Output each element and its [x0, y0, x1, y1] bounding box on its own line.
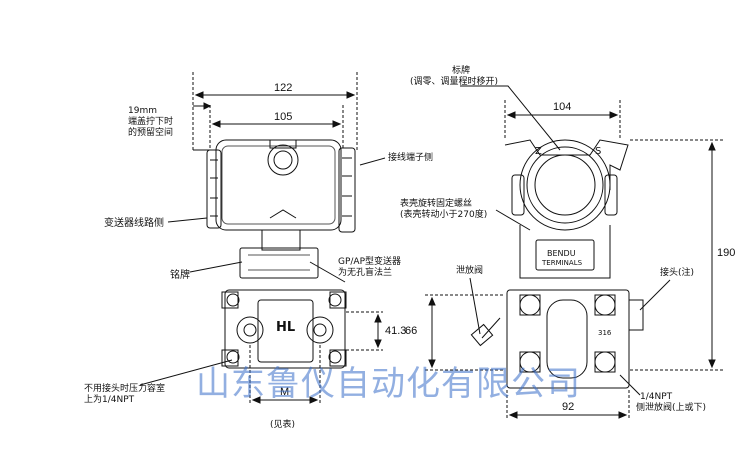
npt-note-line2: 上为1/4NPT: [84, 395, 135, 405]
terminal-side-label: 接线端子侧: [388, 153, 434, 163]
side-drain-line2: 侧泄放阀(上或下): [636, 403, 707, 413]
right-front-view: [425, 85, 725, 420]
dim-190: 190: [717, 247, 736, 259]
dim-m: M: [280, 386, 290, 398]
dim-122: 122: [274, 82, 293, 94]
side-drain-line1: 1/4NPT: [640, 392, 673, 402]
hl-marking: HL: [276, 320, 296, 335]
clearance-note-line1: 19mm: [128, 106, 157, 116]
dim-41-3: 41.3: [385, 325, 407, 337]
tag-label-line1: 标牌: [452, 66, 471, 76]
nameplate-label: 铭牌: [170, 270, 190, 281]
dim-66: 66: [405, 325, 418, 337]
dim-105: 105: [274, 111, 293, 123]
housing-screw-line1: 表壳旋转固定螺丝: [400, 199, 473, 209]
circuit-side-label: 变送器线路侧: [104, 218, 164, 229]
gp-ap-note-line2: 为无孔盲法兰: [338, 268, 393, 278]
num-316-marking: 316: [598, 329, 612, 337]
z-marking: Z: [535, 146, 542, 157]
s-marking: S: [595, 146, 602, 157]
dim-104: 104: [553, 101, 572, 113]
clearance-note-line2: 端盖拧下时: [128, 117, 174, 127]
drain-valve-label: 泄放阀: [456, 266, 484, 276]
tag-label-line2: (调零、调量程时移开): [410, 77, 499, 87]
connector-label: 接头(注): [660, 268, 695, 278]
bendu-marking: BENDU: [547, 249, 576, 258]
clearance-note-line3: 的预留空间: [128, 128, 174, 138]
dim-92: 92: [562, 401, 575, 413]
housing-screw-line2: (表壳转动小于270度): [400, 210, 488, 220]
gp-ap-note-line1: GP/AP型变送器: [338, 257, 402, 267]
terminals-marking: TERMINALS: [542, 259, 583, 267]
left-side-view: [139, 72, 386, 405]
npt-note-line1: 不用接头时压力容室: [84, 384, 166, 394]
see-table-note: (见表): [270, 420, 296, 430]
company-watermark: 山东鲁仪自动化有限公司: [196, 364, 581, 404]
